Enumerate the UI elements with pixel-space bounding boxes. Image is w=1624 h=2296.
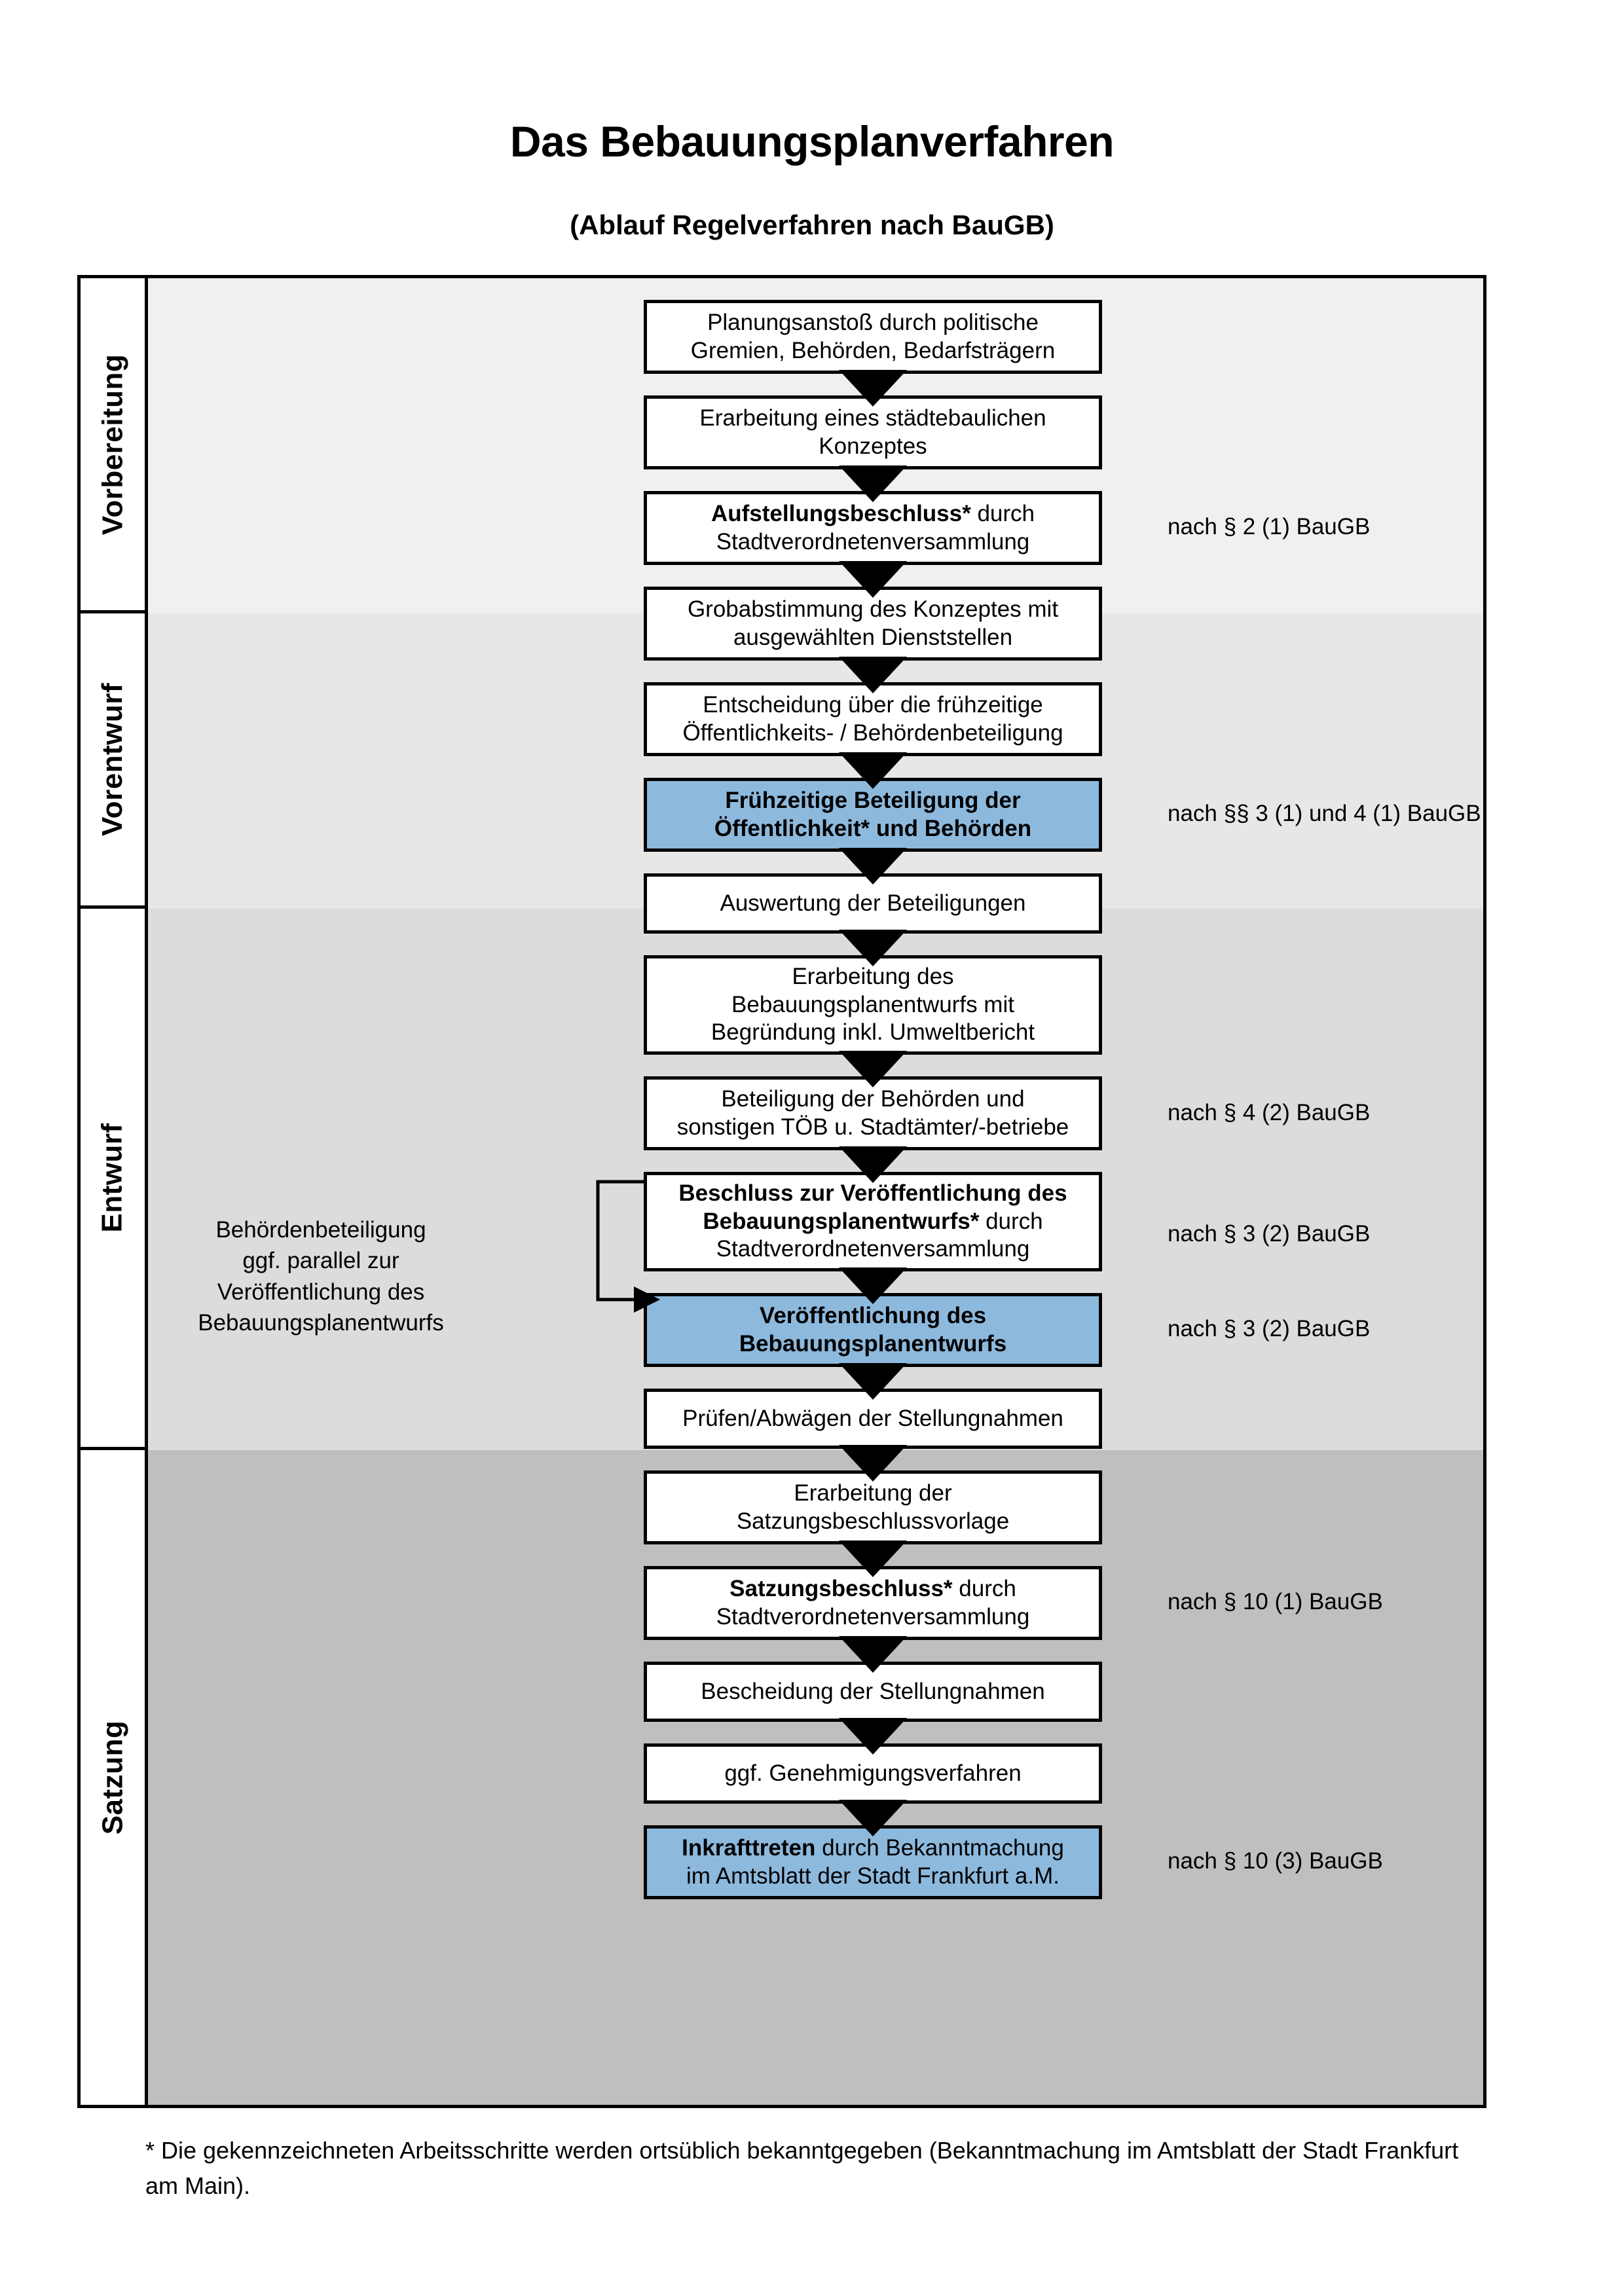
arrow-down (839, 561, 907, 598)
phase-label-vorentwurf: Vorentwurf (81, 613, 145, 909)
phase-label-entwurf: Entwurf (81, 909, 145, 1450)
arrow-down (839, 465, 907, 502)
legal-reference-3: nach § 4 (2) BauGB (1168, 1100, 1371, 1125)
arrow-down (839, 1636, 907, 1673)
band-vorentwurf (148, 613, 1483, 909)
side-note-behoerdenbeteiligung: Behördenbeteiligung ggf. parallel zur Ve… (198, 1217, 444, 1336)
phase-label-text: Entwurf (96, 1123, 129, 1233)
legal-reference-7: nach § 10 (3) BauGB (1168, 1848, 1383, 1874)
arrow-down (839, 1051, 907, 1087)
step-text: Auswertung der Beteiligungen (720, 890, 1026, 916)
step-text: Prüfen/Abwägen der Stellungnahmen (682, 1405, 1063, 1431)
phase-label-satzung: Satzung (81, 1450, 145, 2105)
step-text: Beschluss zur Veröffentlichung des Bebau… (678, 1180, 1067, 1262)
arrow-down (839, 848, 907, 884)
step-text: ggf. Genehmigungsverfahren (724, 1760, 1022, 1786)
page-subtitle: (Ablauf Regelverfahren nach BauGB) (570, 210, 1054, 240)
arrow-down (839, 370, 907, 407)
step-genehmigungsverfahren[interactable]: ggf. Genehmigungsverfahren (644, 1743, 1102, 1804)
arrow-down (839, 1540, 907, 1577)
arrow-down (839, 1363, 907, 1400)
phase-label-text: Satzung (96, 1720, 129, 1835)
phase-label-vorbereitung: Vorbereitung (81, 278, 145, 613)
step-text: Bescheidung der Stellungnahmen (701, 1678, 1045, 1704)
phase-label-column: Vorbereitung Vorentwurf Entwurf Satzung (81, 278, 148, 2105)
arrow-down (839, 1718, 907, 1755)
legal-reference-1: nach § 2 (1) BauGB (1168, 514, 1371, 539)
phase-label-text: Vorbereitung (96, 354, 128, 535)
legal-reference-5: nach § 3 (2) BauGB (1168, 1316, 1371, 1341)
phase-label-text: Vorentwurf (96, 683, 128, 836)
arrow-down (839, 1267, 907, 1304)
page-title: Das Bebauungsplanverfahren (509, 117, 1115, 166)
arrow-down (839, 1445, 907, 1482)
arrow-down (839, 930, 907, 966)
legal-reference-6: nach § 10 (1) BauGB (1168, 1589, 1383, 1614)
legal-reference-2: nach §§ 3 (1) und 4 (1) BauGB (1168, 801, 1481, 826)
step-beschluss-veroeffentlichung[interactable]: Beschluss zur Veröffentlichung des Bebau… (644, 1172, 1102, 1271)
arrow-down (839, 1146, 907, 1183)
arrow-down (839, 657, 907, 693)
footnote: * Die gekennzeichneten Arbeitsschritte w… (145, 2137, 1459, 2199)
arrow-down (839, 1800, 907, 1836)
flowchart-frame: Vorbereitung Vorentwurf Entwurf Satzung … (77, 275, 1486, 2108)
legal-reference-4: nach § 3 (2) BauGB (1168, 1221, 1371, 1247)
arrow-down (839, 752, 907, 789)
